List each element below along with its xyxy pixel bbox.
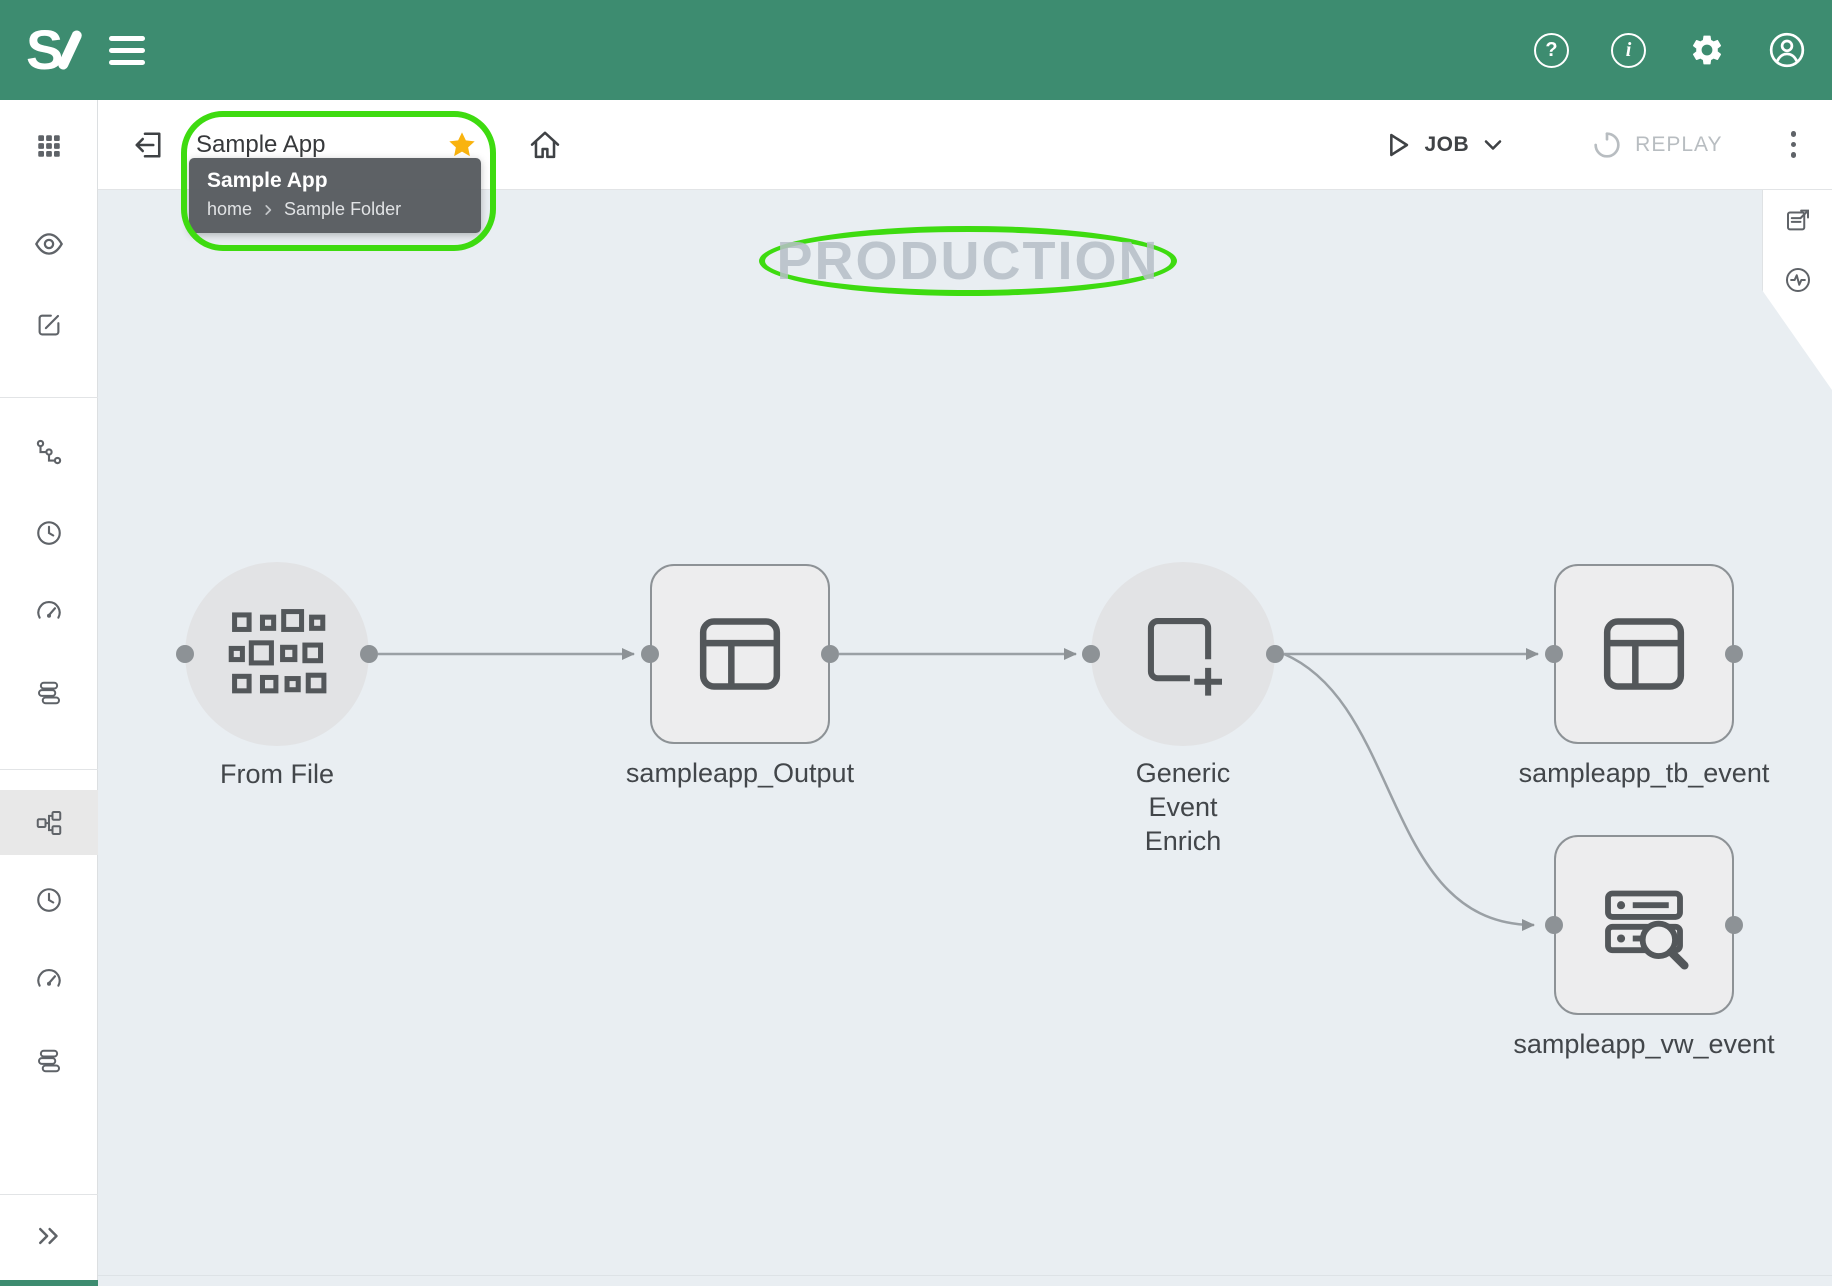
square-plus-icon [1147, 618, 1222, 696]
node-label-tb-event: sampleapp_tb_event [1518, 758, 1770, 788]
sidebar-item-dashboard-2[interactable] [0, 948, 98, 1012]
hierarchy-icon [36, 810, 62, 835]
sidebar-item-edit[interactable] [0, 293, 98, 357]
apps-grid-icon [38, 135, 60, 157]
exit-arrow-icon [135, 131, 161, 158]
app-title: Sample App [196, 130, 326, 158]
file-grid-icon [228, 609, 327, 694]
help-icon[interactable]: ? [1534, 32, 1569, 68]
more-options-kebab-icon[interactable] [1787, 127, 1801, 162]
view-search-icon [1605, 890, 1689, 970]
left-sidebar [0, 100, 98, 1286]
sidebar-divider [0, 397, 98, 398]
sidebar-expand-button[interactable] [0, 1204, 98, 1268]
logo-letter: S [26, 18, 63, 81]
monitor-panel-button[interactable] [1763, 252, 1832, 308]
gauge-icon [37, 969, 61, 987]
job-label: JOB [1424, 132, 1470, 156]
sidebar-item-apps[interactable] [0, 114, 98, 178]
breadcrumb-home: home [207, 199, 253, 219]
topbar: S ? i [0, 0, 1832, 100]
replay-label: REPLAY [1635, 132, 1723, 156]
node-label-output: sampleapp_Output [625, 758, 855, 788]
node-label-from-file: From File [220, 759, 334, 789]
canvas-bottom-line [98, 1275, 1832, 1276]
flow-canvas[interactable]: PRODUCTION [98, 190, 1832, 1286]
sidebar-item-schedule[interactable] [0, 501, 98, 565]
sidebar-bottom-strip [0, 1280, 98, 1286]
info-icon[interactable]: i [1611, 32, 1646, 68]
play-icon [1390, 133, 1409, 156]
breadcrumb-chevron-icon [265, 204, 272, 215]
node-label-vw-event: sampleapp_vw_event [1513, 1029, 1775, 1059]
home-icon [531, 131, 560, 158]
back-to-apps-button[interactable] [128, 125, 168, 165]
table-icon [699, 618, 781, 690]
node-sampleapp-tb-event[interactable] [1554, 564, 1734, 744]
app-title-tooltip: Sample App home Sample Folder [189, 158, 481, 233]
sidebar-item-dashboard[interactable] [0, 580, 98, 644]
compose-icon [38, 314, 60, 336]
node-sampleapp-output[interactable] [650, 564, 830, 744]
sidebar-item-preview[interactable] [0, 212, 98, 276]
sidebar-item-data-2[interactable] [0, 1029, 98, 1093]
help-glyph: ? [1545, 38, 1558, 61]
eye-icon [35, 233, 63, 255]
double-chevron-right-icon [39, 1227, 58, 1245]
sidebar-item-transform[interactable] [0, 790, 98, 855]
sidebar-divider [0, 769, 98, 770]
document-panel-icon [1787, 209, 1809, 231]
home-button[interactable] [525, 125, 565, 165]
breadcrumb-folder: Sample Folder [284, 199, 402, 219]
topbar-actions: ? i [1534, 31, 1832, 69]
sidebar-item-data[interactable] [0, 661, 98, 725]
metadata-panel-button[interactable] [1763, 192, 1832, 248]
tooltip-breadcrumb: home Sample Folder [207, 199, 463, 220]
striim-logo: S [26, 18, 84, 81]
job-dropdown-button[interactable]: JOB [1380, 128, 1507, 162]
clock-icon [37, 888, 61, 912]
sidebar-item-flow[interactable] [0, 420, 98, 484]
chevron-down-icon [1484, 139, 1502, 150]
favorite-star-icon[interactable] [445, 128, 479, 162]
tooltip-title: Sample App [207, 169, 328, 192]
gauge-icon [37, 601, 61, 619]
environment-watermark: PRODUCTION [776, 231, 1160, 291]
table-icon [1603, 618, 1685, 690]
info-glyph: i [1625, 38, 1632, 61]
account-icon[interactable] [1768, 31, 1806, 69]
menu-icon[interactable] [109, 35, 146, 65]
node-from-file[interactable] [185, 562, 369, 746]
sidebar-item-schedule-2[interactable] [0, 868, 98, 932]
production-annotation-oval: PRODUCTION [759, 226, 1177, 296]
replay-button[interactable]: REPLAY [1591, 129, 1722, 161]
settings-gear-icon[interactable] [1688, 31, 1726, 69]
replay-icon [1594, 131, 1620, 158]
sidebar-divider [0, 1194, 98, 1195]
clock-icon [37, 521, 61, 545]
stack-icon [38, 681, 60, 705]
node-label-enrich: Generic Event Enrich [1135, 758, 1231, 856]
stack-icon [38, 1049, 60, 1073]
right-panel-strip [1762, 190, 1832, 390]
flow-icon [36, 439, 62, 465]
node-sampleapp-vw-event[interactable] [1554, 835, 1734, 1015]
pulse-icon [1785, 267, 1811, 293]
node-generic-event-enrich[interactable] [1091, 562, 1275, 746]
